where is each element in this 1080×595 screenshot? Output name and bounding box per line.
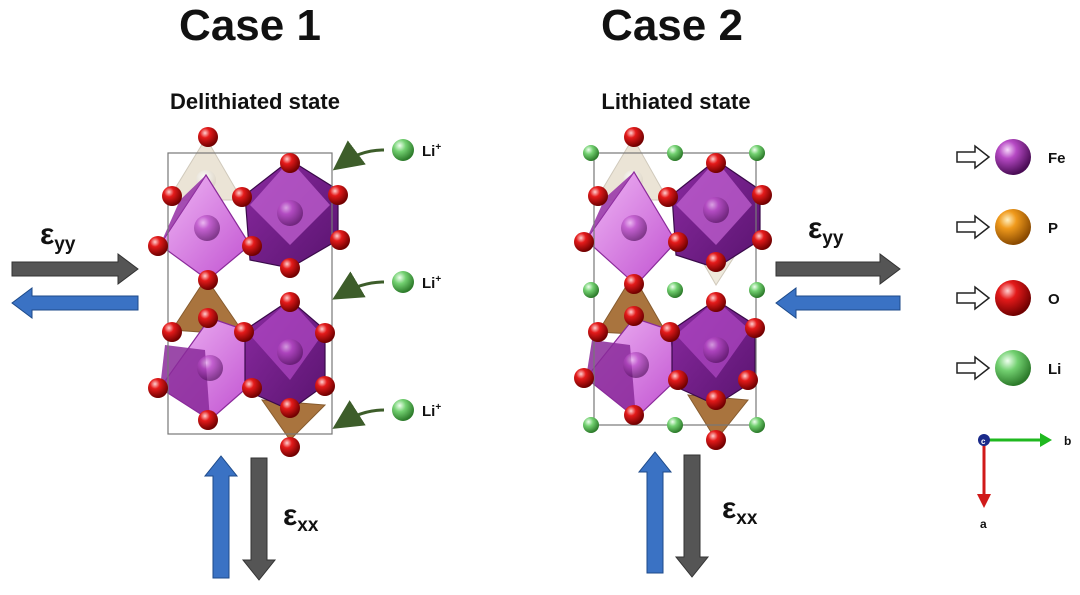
case2-eps-xx-label: εxx [722,492,758,529]
legend-item-li: Li [956,350,1061,386]
svg-text:Li: Li [1048,361,1061,378]
case1-title: Case 1 [179,1,321,50]
case1-li-insertion-markers: Li+ Li+ Li+ [332,139,441,429]
case2-xx-tension-arrow [637,451,673,574]
li-arrow-2 [332,271,385,300]
case2-lithium-atoms [583,145,765,433]
case1-oxygen-atoms [148,127,350,457]
axis-c-dot [978,434,990,446]
case1-eps-xx-label: εxx [283,499,319,536]
legend-item-fe: Fe [956,139,1066,175]
li-label-2: Li+ [422,274,441,292]
case2-oxygen-atoms [574,127,772,450]
axis-b-head [1040,433,1052,447]
case2-eps-yy-label: εyy [808,212,844,249]
legend: Fe P O Li [956,139,1066,386]
svg-text:O: O [1048,291,1060,308]
li-ion-3 [392,399,414,421]
axis-triad: c b a [977,433,1071,531]
axis-a-label: a [980,517,987,531]
case1-strain-xx: εxx [203,455,319,581]
axis-a-head [977,494,991,508]
case2-yy-compress-arrow [775,253,901,285]
case2-strain-xx: εxx [637,451,758,578]
case1-eps-yy-label: εyy [40,218,76,255]
case2-yy-tension-arrow [775,287,901,319]
case1-xx-tension-arrow [203,455,239,579]
li-label-1: Li+ [422,142,441,160]
case2-strain-yy: εyy [775,212,901,319]
svg-text:Fe: Fe [1048,150,1066,167]
axis-c-label: c [981,437,986,446]
case1-state-label: Delithiated state [170,89,340,114]
axis-b-label: b [1064,434,1071,448]
case2-title: Case 2 [601,1,743,50]
legend-item-o: O [956,280,1060,316]
case1-yy-tension-arrow [11,287,139,319]
legend-item-p: P [956,209,1058,245]
case1-strain-yy: εyy [11,218,139,319]
li-label-3: Li+ [422,402,441,420]
case1-yy-compress-arrow [11,253,139,285]
li-ion-1 [392,139,414,161]
case2-xx-compress-arrow [674,454,710,578]
li-arrow-1 [332,140,385,171]
li-arrow-3 [332,400,385,429]
svg-text:P: P [1048,220,1058,237]
li-ion-2 [392,271,414,293]
case2-state-label: Lithiated state [601,89,750,114]
case1-crystal-structure [148,127,350,457]
case2-crystal-structure [574,127,772,450]
case1-xx-compress-arrow [241,457,277,581]
